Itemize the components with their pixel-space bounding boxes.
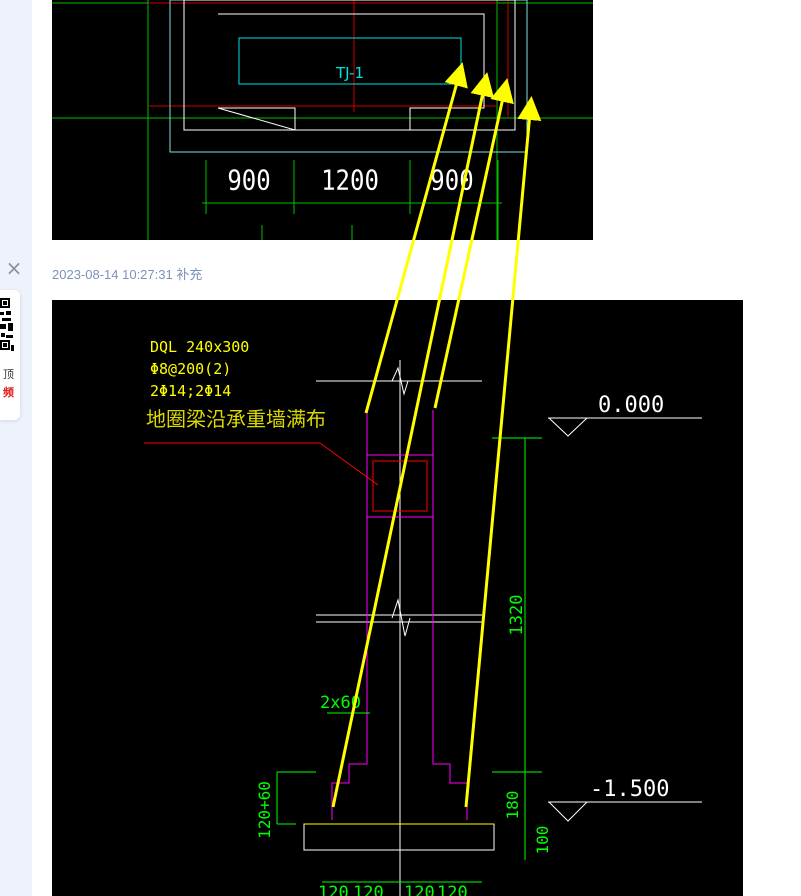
- footing-label: TJ-1: [335, 64, 364, 82]
- beam-note: 地圈梁沿承重墙满布: [146, 407, 326, 431]
- left-side-rail: × 顶 频: [0, 0, 32, 896]
- dimension-left-stack: 120+60: [255, 781, 274, 839]
- footing-plan-drawing: TJ-1 900 1200 900: [52, 0, 593, 240]
- dimension-100: 100: [533, 826, 552, 855]
- qr-caption-2: 频: [3, 387, 14, 399]
- wall-section-image[interactable]: DQL 240x300 Φ8@200(2) 2Φ14;2Φ14 地圈梁沿承重墙满…: [52, 300, 743, 896]
- close-icon[interactable]: ×: [5, 256, 23, 280]
- dimension-height: 1320: [507, 595, 527, 636]
- dimension-right: 900: [430, 165, 473, 197]
- dimension-bottom-3: 120: [404, 883, 435, 896]
- elevation-top: 0.000: [598, 393, 664, 418]
- qr-code-card[interactable]: 顶 频: [0, 290, 20, 420]
- elevation-bottom: -1.500: [590, 777, 669, 802]
- dimension-180: 180: [503, 791, 522, 820]
- wall-section-drawing: DQL 240x300 Φ8@200(2) 2Φ14;2Φ14 地圈梁沿承重墙满…: [52, 300, 743, 896]
- dimension-middle: 1200: [321, 165, 379, 197]
- dimension-bottom-2: 120: [353, 883, 384, 896]
- dimension-left: 900: [227, 165, 270, 197]
- footing-plan-image[interactable]: TJ-1 900 1200 900: [52, 0, 593, 240]
- beam-spec-1: DQL 240x300: [150, 338, 249, 356]
- dimension-step: 2x60: [320, 693, 361, 713]
- dimension-bottom-4: 120: [437, 883, 468, 896]
- qr-code-icon: [0, 296, 14, 358]
- dimension-bottom-1: 120: [318, 883, 349, 896]
- beam-spec-3: 2Φ14;2Φ14: [150, 382, 231, 400]
- beam-spec-2: Φ8@200(2): [150, 360, 231, 378]
- supplement-label: 补充: [176, 267, 203, 282]
- qr-caption-1: 顶: [3, 369, 14, 381]
- timestamp-text: 2023-08-14 10:27:31: [52, 267, 173, 282]
- supplement-timestamp: 2023-08-14 10:27:31 补充: [52, 264, 202, 283]
